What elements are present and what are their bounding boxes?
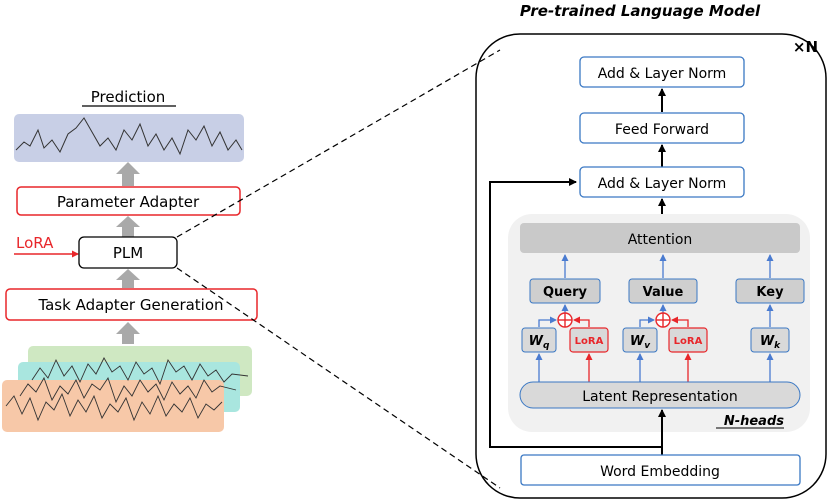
prediction-series <box>15 117 243 156</box>
input-panel-orange <box>2 380 224 432</box>
value-label: Value <box>643 285 684 300</box>
attention-label: Attention <box>628 232 693 248</box>
gray-arrow-up-1 <box>116 162 140 186</box>
residual-connection <box>489 178 662 448</box>
arrow-wv-to-plus <box>639 316 655 327</box>
wv-box <box>622 327 658 353</box>
wq-label: Wq <box>529 334 550 351</box>
key-label: Key <box>756 285 784 300</box>
wk-label: Wk <box>760 334 781 351</box>
gray-arrow-up-2 <box>116 216 140 237</box>
zoom-line-top <box>176 49 501 238</box>
key-box <box>735 278 805 304</box>
arrow-lora-q-to-plus <box>573 316 590 327</box>
add-norm-mid-box <box>579 166 745 198</box>
plus-circle-q <box>557 312 573 328</box>
plm-outer-frame <box>475 33 827 499</box>
plm-box <box>78 236 178 269</box>
latent-box <box>519 381 801 409</box>
repeat-label: ×N <box>793 38 818 56</box>
nheads-label: N-heads <box>724 414 784 429</box>
feed-forward-box <box>579 112 745 144</box>
prediction-panel <box>14 114 244 162</box>
value-box <box>628 278 698 304</box>
latent-label: Latent Representation <box>582 389 738 405</box>
lora-v-box <box>668 327 708 353</box>
arrow-wq-to-plus <box>538 316 557 327</box>
prediction-label: Prediction <box>91 88 166 106</box>
query-label: Query <box>543 285 588 300</box>
wv-label: Wv <box>630 334 651 351</box>
lora-input-label: LoRA <box>16 234 54 252</box>
word-embedding-box <box>520 454 801 486</box>
plm-title: Pre-trained Language Model <box>520 2 761 20</box>
task-adapter-label: Task Adapter Generation <box>37 296 223 314</box>
gray-arrow-up-4 <box>116 322 140 344</box>
add-norm-top-label: Add & Layer Norm <box>598 66 727 82</box>
query-box <box>529 278 601 304</box>
attention-bar <box>520 223 800 253</box>
task-adapter-box <box>5 288 258 321</box>
zoom-line-bottom <box>176 267 501 489</box>
lora-q-label: LoRA <box>575 336 604 347</box>
input-series-1 <box>31 357 249 386</box>
word-embedding-label: Word Embedding <box>600 464 720 480</box>
lora-v-label: LoRA <box>674 336 703 347</box>
plm-label: PLM <box>113 244 143 262</box>
arrow-lora-v-to-plus <box>671 316 689 327</box>
add-norm-top-box <box>579 56 745 88</box>
feed-forward-label: Feed Forward <box>615 122 709 138</box>
wk-box <box>750 327 790 353</box>
input-series-3 <box>5 392 223 422</box>
gray-arrow-up-3 <box>116 269 140 288</box>
lora-q-box <box>569 327 609 353</box>
parameter-adapter-label: Parameter Adapter <box>57 193 200 211</box>
add-norm-mid-label: Add & Layer Norm <box>598 176 727 192</box>
input-series-2 <box>19 376 237 404</box>
plus-circle-v <box>655 312 671 328</box>
wq-box <box>521 327 557 353</box>
